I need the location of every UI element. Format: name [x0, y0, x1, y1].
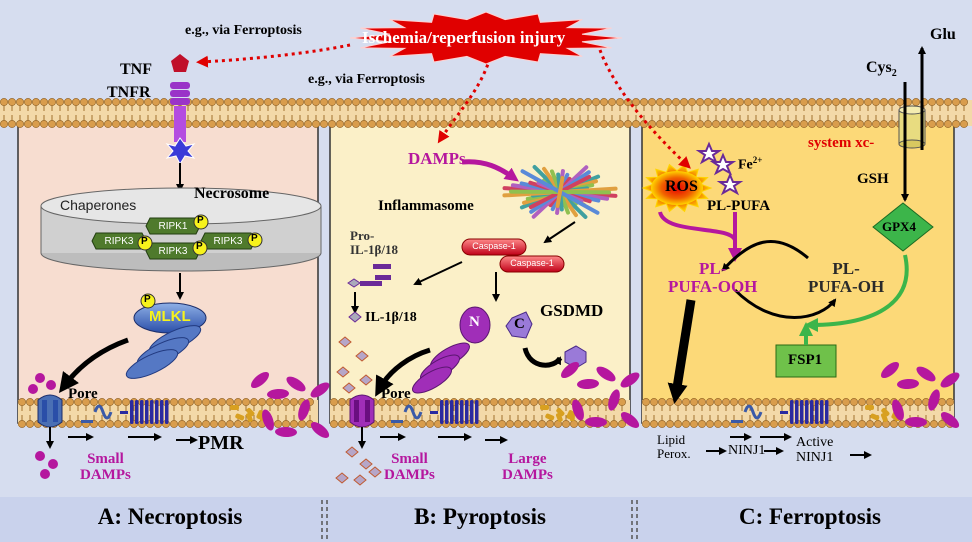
pl-pufa-oh-label: PL- PUFA-OH	[808, 259, 885, 296]
via-ferroptosis-label-2: e.g., via Ferroptosis	[308, 72, 425, 87]
large-damps-b	[560, 361, 640, 428]
ros-label: ROS	[665, 178, 698, 195]
arrow-injury-ros	[598, 49, 691, 169]
panel-title-pyroptosis: B: Pyroptosis	[414, 504, 546, 529]
large-damps-label-b: Large DAMPs	[502, 451, 553, 483]
ripk3-left-label: RIPK3	[104, 236, 134, 247]
via-ferroptosis-label-1: e.g., via Ferroptosis	[185, 23, 302, 38]
small-damps-cluster-a-top	[28, 373, 56, 394]
phospho-p-1: P	[197, 215, 204, 226]
phospho-p-2: P	[141, 236, 148, 247]
pro-il-1b-18	[347, 264, 391, 288]
fe-text: Fe	[738, 157, 753, 173]
gsdmd-cleaved	[459, 306, 587, 369]
caspase1-label-a: Caspase-1	[472, 241, 516, 251]
arrow-injury-damps	[437, 57, 492, 144]
gsdmd-n-label: N	[469, 314, 480, 330]
tnf-label: TNF	[120, 61, 152, 78]
pore-label-a: Pore	[68, 386, 98, 402]
phospho-p-mlkl: P	[144, 294, 151, 305]
caspase-1-dimer	[461, 238, 565, 273]
arrow-gsdmd-pore	[375, 347, 431, 397]
ripk1-label: RIPK1	[158, 221, 188, 232]
phospho-p-4: P	[251, 233, 258, 244]
necrosome-label: Necrosome	[194, 185, 270, 202]
gpx4-diamond	[872, 202, 934, 252]
gsdmd-label: GSDMD	[540, 301, 604, 320]
ripk3-right-label: RIPK3	[213, 236, 243, 247]
gsdmd-c-label: C	[514, 316, 525, 332]
inflammasome-label: Inflammasome	[378, 198, 474, 214]
arrow-gpx4-fsp1	[804, 254, 909, 332]
ninj1-active-b	[430, 400, 575, 424]
fe-stars	[695, 141, 744, 196]
active-ninj1-label: Active NINJ1	[796, 435, 834, 465]
title-band	[0, 497, 972, 542]
glu-label: Glu	[930, 26, 956, 43]
il-1b-18-mature	[348, 311, 362, 323]
mlkl-protein	[133, 293, 207, 334]
caspase1-label-b: Caspase-1	[510, 258, 554, 268]
cys2-text: Cys	[866, 59, 892, 76]
arrow-inflammasome-caspase	[543, 221, 576, 244]
arrow-oh-to-ooh	[721, 240, 809, 272]
arrow-ooh-to-oh	[733, 288, 837, 319]
small-damps-label-a: Small DAMPs	[80, 451, 131, 483]
fe-label: Fe2+	[738, 155, 763, 173]
ninj1-active-c	[780, 400, 900, 424]
ninj1-inactive-b	[391, 404, 423, 423]
large-damps-c	[880, 361, 960, 428]
injury-label: Ischemia/reperfusion injury	[362, 28, 566, 47]
pl-pufa-label: PL-PUFA	[707, 198, 771, 214]
ripk-complex	[91, 214, 263, 260]
gpx4-label: GPX4	[882, 219, 916, 234]
injury-burst	[349, 11, 623, 65]
necroptosis-pore	[37, 394, 63, 428]
lipid-perox-label: Lipid Perox.	[657, 432, 691, 461]
pore-label-b: Pore	[381, 386, 411, 402]
cys2-label: Cys2	[866, 59, 897, 80]
pyroptosis-pore	[349, 394, 375, 428]
ninj1-inactive-a	[81, 404, 113, 423]
tnf-ligand	[171, 54, 189, 72]
cys2-sub: 2	[891, 68, 897, 80]
arrow-ooh-membrane	[667, 299, 696, 404]
phospho-p-3: P	[196, 241, 203, 252]
panel-title-necroptosis: A: Necroptosis	[97, 504, 243, 529]
tnfr-label: TNFR	[107, 84, 151, 101]
fe-sup: 2+	[752, 155, 763, 165]
arrow-mlkl-pore	[58, 337, 129, 393]
ninj1-label: NINJ1	[728, 443, 766, 458]
mlkl-oligomer	[125, 325, 202, 379]
fsp1-box	[775, 344, 837, 378]
arrow-injury-tnf	[196, 43, 351, 68]
ninj1-inactive-c	[731, 404, 763, 423]
gsdmd-n-oligomer	[412, 342, 470, 394]
arrow-damps-inflammasome	[461, 159, 519, 182]
il-label: IL-1β/18	[365, 310, 417, 325]
ripk3-mid-label: RIPK3	[158, 246, 188, 257]
arrow-caspase-prointerleukin	[413, 261, 463, 286]
small-damps-label-b: Small DAMPs	[384, 451, 435, 483]
chaperones-label: Chaperones	[60, 197, 137, 213]
system-xc-label: system xc-	[808, 135, 875, 151]
large-damps-a	[250, 371, 330, 438]
ros-burst	[641, 163, 713, 213]
pyroptosis-cell	[329, 117, 631, 424]
pl-pufa-ooh-label: PL- PUFA-OOH	[668, 259, 758, 296]
damps-label-b: DAMPs	[408, 149, 466, 168]
ninj1-active-a	[120, 400, 265, 424]
pmr-label: PMR	[198, 432, 244, 454]
fsp1-label: FSP1	[788, 352, 823, 368]
panel-title-ferroptosis: C: Ferroptosis	[738, 504, 882, 529]
small-damps-diamonds-b	[335, 336, 382, 486]
small-damps-cluster-a-bottom	[35, 451, 58, 479]
gsh-label: GSH	[857, 171, 889, 187]
inflammasome-structure	[502, 165, 618, 219]
pro-il-label: Pro- IL-1β/18	[350, 228, 399, 257]
arrow-c-release	[522, 347, 563, 368]
mlkl-label: MLKL	[149, 308, 191, 325]
